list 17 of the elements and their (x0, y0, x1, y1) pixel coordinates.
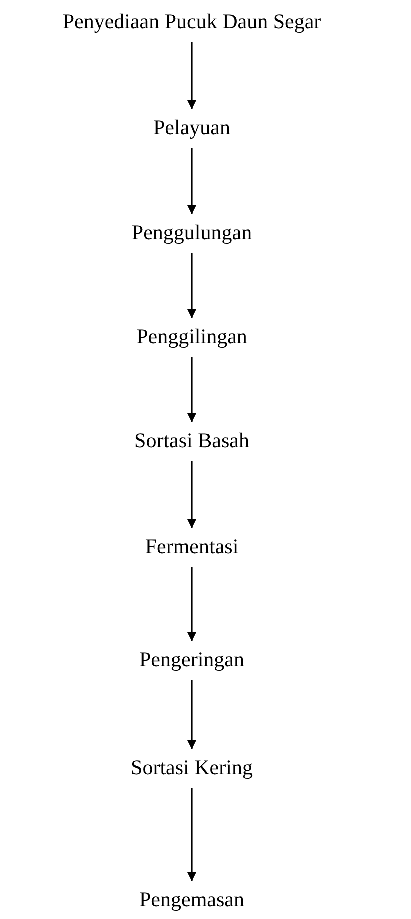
step-label: Penggilingan (132, 322, 252, 352)
arrow (187, 42, 197, 110)
arrow (187, 568, 197, 642)
step-label: Pelayuan (150, 114, 234, 142)
step-label: Fermentasi (141, 532, 243, 562)
step-label: Pengeringan (136, 646, 248, 674)
arrow (187, 254, 197, 318)
step-label: Pengemasan (136, 886, 248, 914)
step-label: Penyediaan Pucuk Daun Segar (58, 8, 326, 36)
arrow (187, 462, 197, 528)
arrow (187, 148, 197, 214)
arrow (187, 788, 197, 882)
step-label: Penggulungan (128, 218, 256, 248)
arrow (187, 680, 197, 750)
arrow (187, 358, 197, 422)
step-label: Sortasi Kering (127, 754, 257, 782)
step-label: Sortasi Basah (130, 426, 254, 456)
